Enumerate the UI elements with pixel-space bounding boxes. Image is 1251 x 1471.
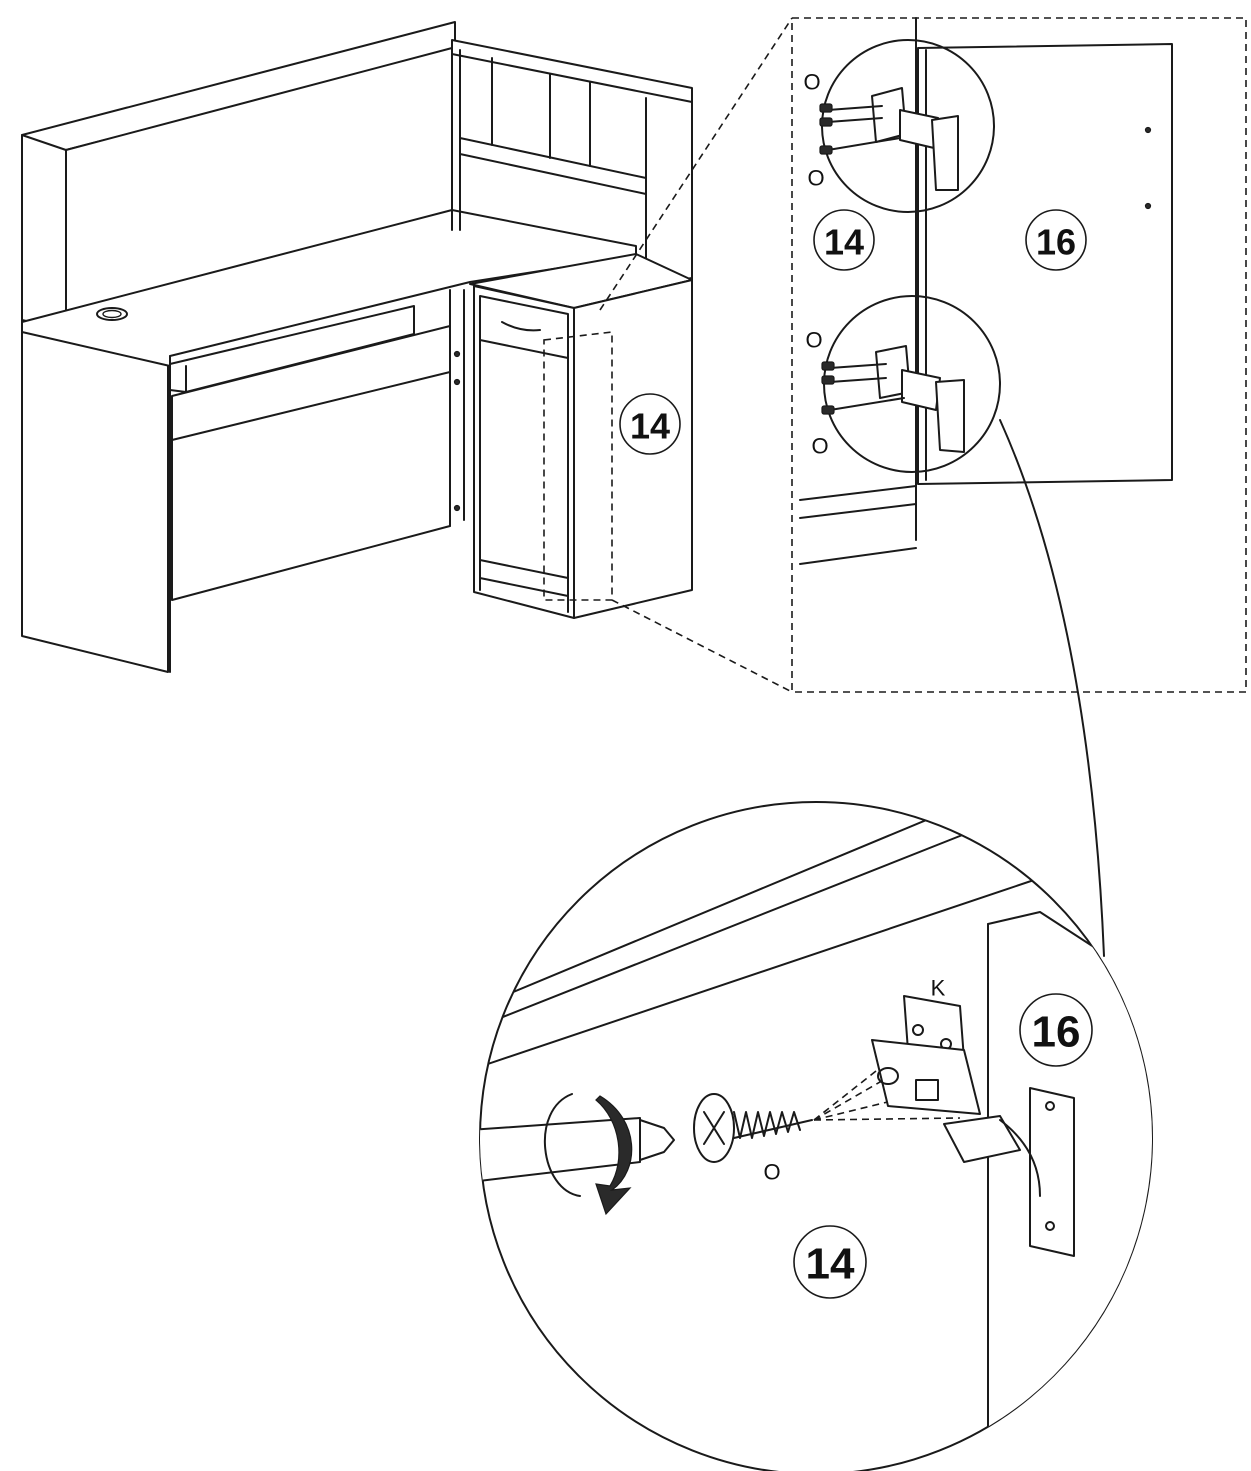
part-16-label-detail: 16 xyxy=(1036,222,1076,263)
screw-label-closeup: O xyxy=(763,1160,780,1185)
screw-label-detail-2: O xyxy=(807,166,824,191)
part-16-label-closeup: 16 xyxy=(1032,1008,1081,1057)
hinge-closeup: K O 16 14 xyxy=(479,801,1153,1471)
desk-overview: 14 xyxy=(21,21,693,673)
screw-label-detail-4: O xyxy=(811,434,828,459)
part-14-label-overview: 14 xyxy=(630,406,670,447)
screw-label-detail-1: O xyxy=(803,70,820,95)
hinge-label: K xyxy=(931,976,946,1001)
part-14-label-detail: 14 xyxy=(824,222,864,263)
hinge-detail-panel: O O O O 14 16 xyxy=(791,17,1247,693)
screw-label-detail-3: O xyxy=(805,328,822,353)
part-14-label-closeup: 14 xyxy=(806,1240,855,1289)
